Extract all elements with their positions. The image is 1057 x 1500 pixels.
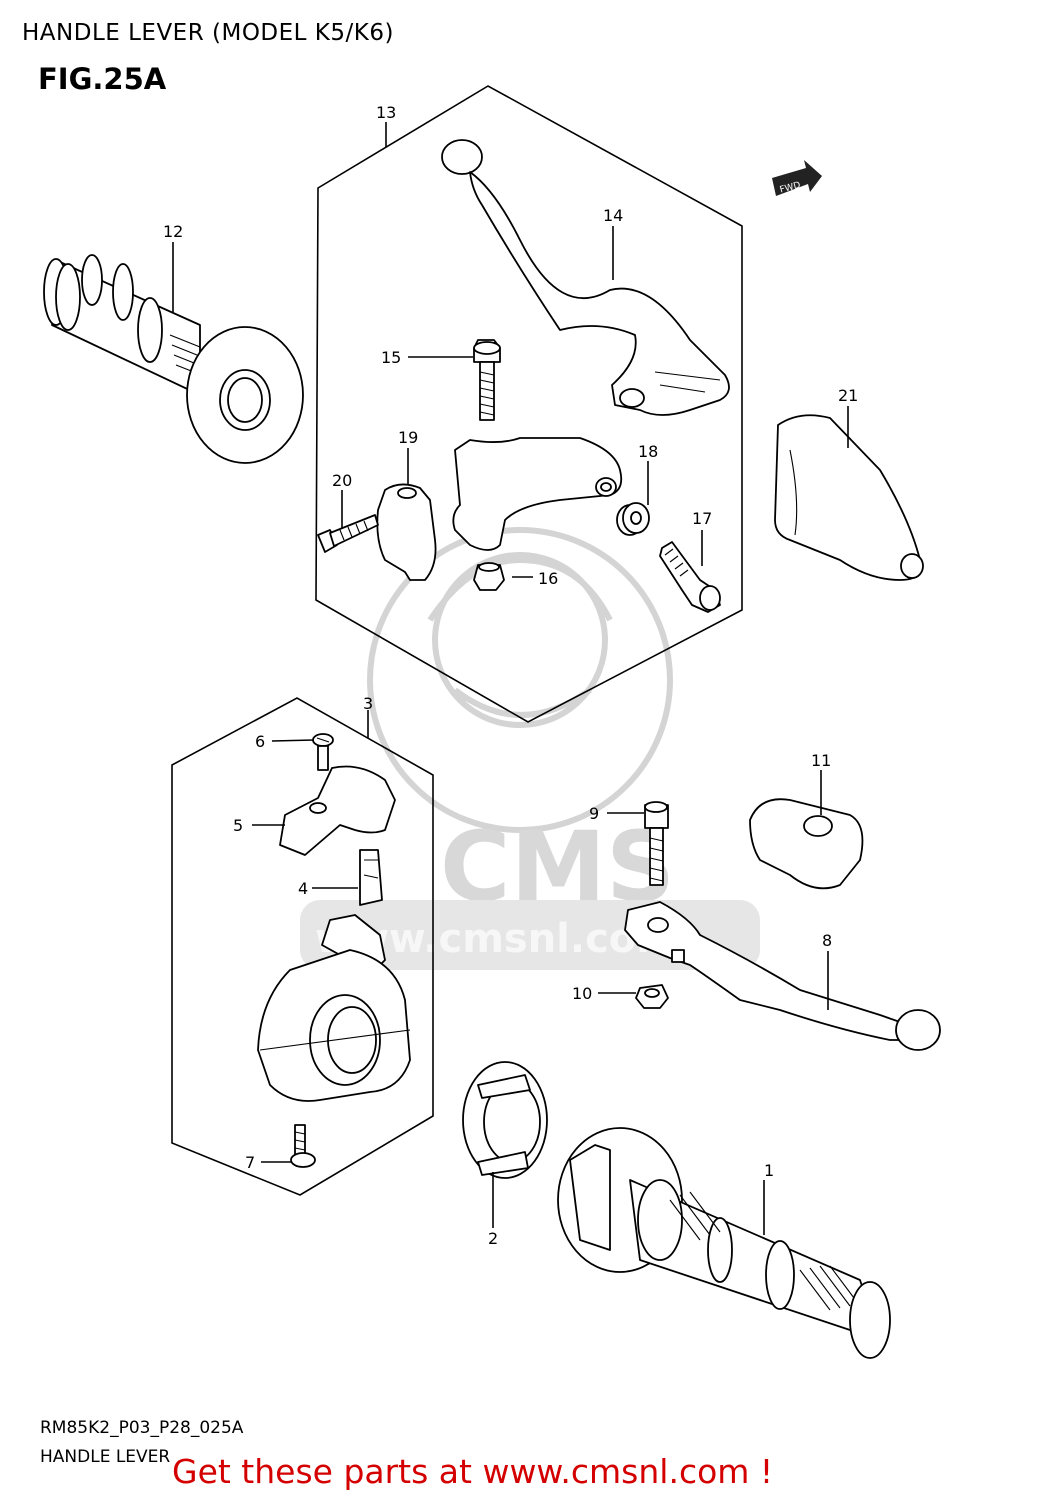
part-4-clip: [359, 849, 383, 906]
part-18-nut: [616, 502, 650, 536]
callout-21: 21: [838, 386, 858, 405]
callout-1: 1: [764, 1161, 774, 1180]
part-17-adjuster: [659, 541, 721, 613]
callout-10: 10: [572, 984, 592, 1003]
callout-9: 9: [589, 804, 599, 823]
callout-7: 7: [245, 1153, 255, 1172]
promo-link[interactable]: Get these parts at www.cmsnl.com !: [172, 1452, 774, 1491]
part-8-lever: [624, 901, 941, 1051]
diagram-caption: HANDLE LEVER: [40, 1447, 171, 1467]
diagram-code: RM85K2_P03_P28_025A: [40, 1418, 244, 1438]
part-9-bolt: [644, 801, 669, 886]
diagram-header-title: HANDLE LEVER (MODEL K5/K6): [22, 20, 394, 46]
part-3-housing: [257, 914, 411, 1102]
part-14-lever: [441, 139, 730, 416]
callout-6: 6: [255, 732, 265, 751]
figure-number: FIG.25A: [38, 62, 167, 96]
part-2-ring: [462, 1061, 548, 1179]
part-16-nut: [473, 562, 505, 591]
part-5-clamp: [279, 765, 396, 856]
callout-4: 4: [298, 879, 308, 898]
callout-16: 16: [538, 569, 558, 588]
callout-17: 17: [692, 509, 712, 528]
callout-11: 11: [811, 751, 831, 770]
callout-13: 13: [376, 103, 396, 122]
part-7-screw: [290, 1124, 316, 1168]
callout-20: 20: [332, 471, 352, 490]
callout-5: 5: [233, 816, 243, 835]
cms-watermark: CMS www.cmsnl.com: [300, 527, 760, 970]
part-10-nut: [635, 984, 669, 1009]
callout-14: 14: [603, 206, 623, 225]
part-6-screw: [312, 733, 334, 771]
callout-numbers: 1 2 3 4 5 6 7 8 9 10 11 12 13 14 15 16 1…: [163, 103, 858, 1248]
callout-2: 2: [488, 1229, 498, 1248]
part-1-grip: [557, 1127, 891, 1359]
callout-19: 19: [398, 428, 418, 447]
fwd-arrow-icon: FWD: [772, 160, 822, 196]
part-12-grip: [43, 254, 304, 464]
leader-lines: [172, 122, 849, 1235]
callout-12: 12: [163, 222, 183, 241]
part-21-cover: [774, 414, 924, 581]
callout-18: 18: [638, 442, 658, 461]
assembly-outline-3: [171, 697, 434, 1196]
part-11-cover: [749, 798, 864, 890]
callout-8: 8: [822, 931, 832, 950]
assembly-outline-13: [315, 85, 743, 723]
callout-3: 3: [363, 694, 373, 713]
part-19-bracket: [376, 437, 623, 581]
part-15-bolt: [473, 339, 501, 421]
callout-15: 15: [381, 348, 401, 367]
part-20-screw: [317, 514, 379, 553]
